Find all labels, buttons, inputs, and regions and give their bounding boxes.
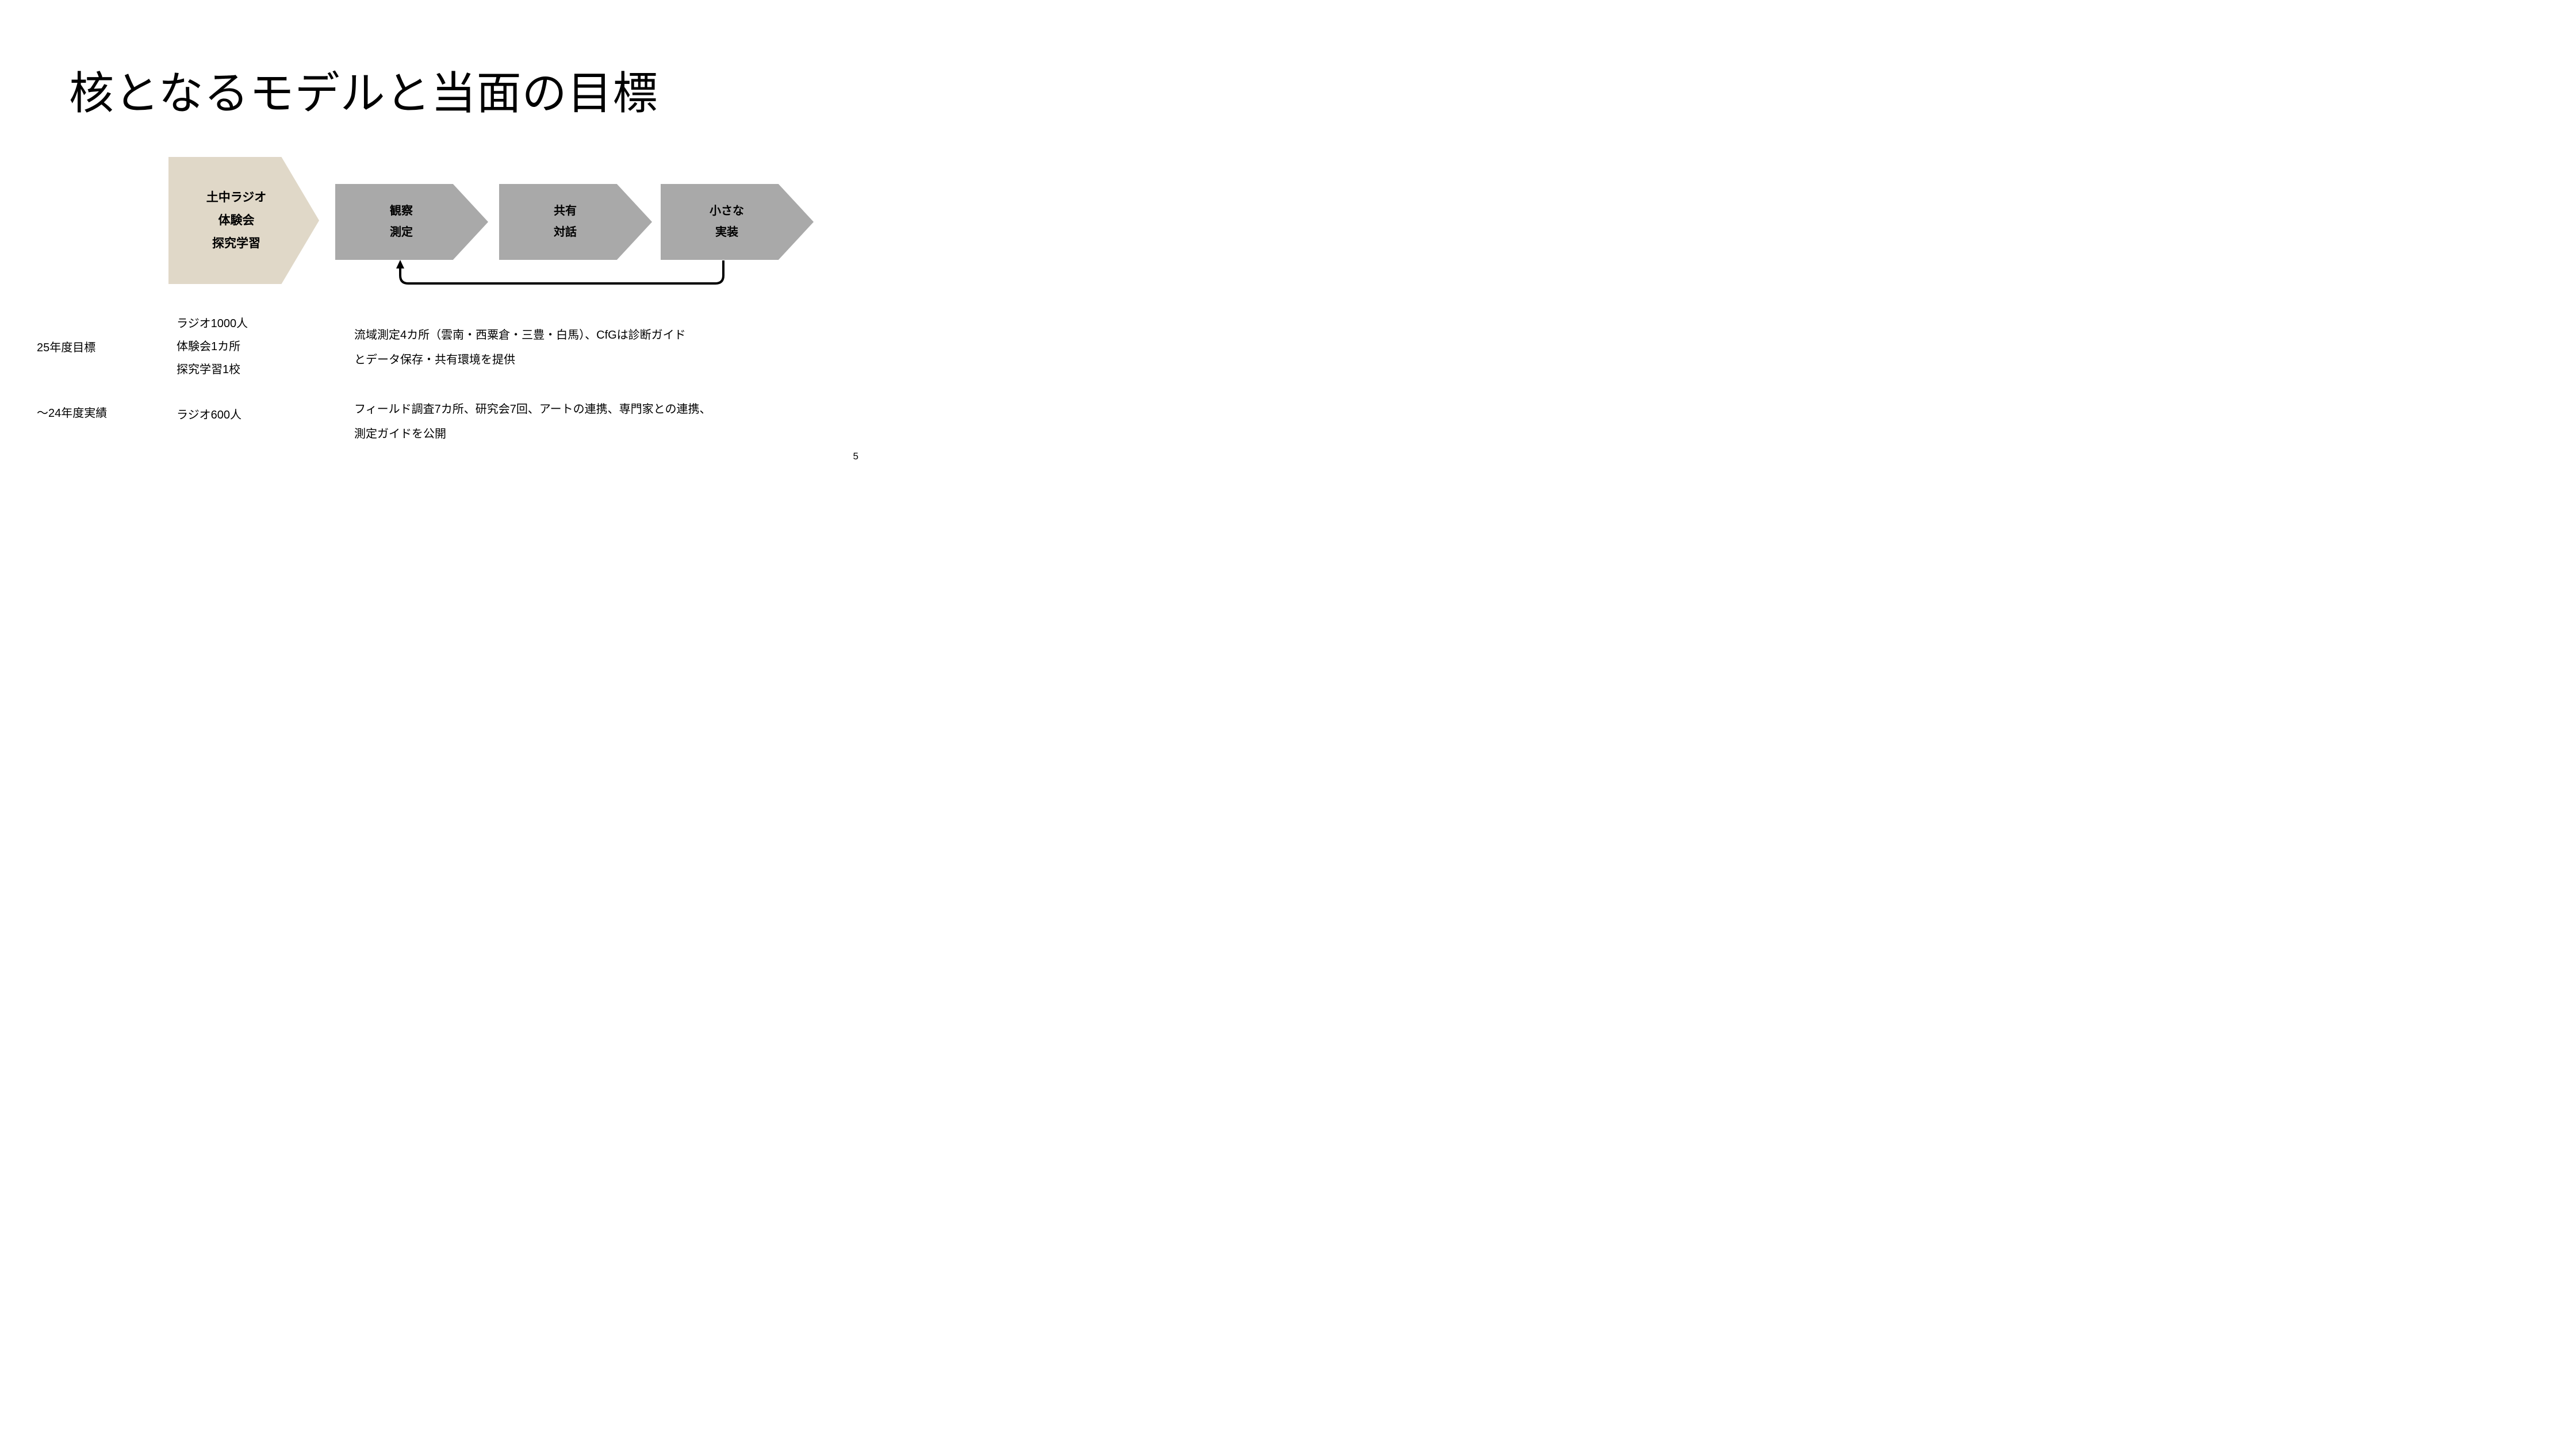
row-description-fy24: フィールド調査7カ所、研究会7回、アートの連携、専門家との連携、 測定ガイドを公…	[354, 397, 711, 447]
stage-line: 対話	[554, 226, 577, 239]
metric-line: 探究学習1校	[177, 363, 241, 376]
metric-line: ラジオ600人	[177, 409, 241, 421]
feedback-loop-arrow-icon	[396, 260, 724, 285]
stage-line: 共有	[554, 205, 577, 217]
description-line: とデータ保存・共有環境を提供	[354, 354, 515, 366]
stage-line: 小さな	[710, 205, 744, 217]
description-line: 流域測定4カ所（雲南・西粟倉・三豊・白馬）、CfGは診断ガイド	[354, 329, 686, 342]
row-description-fy25: 流域測定4カ所（雲南・西粟倉・三豊・白馬）、CfGは診断ガイド とデータ保存・共…	[354, 323, 686, 373]
row-label-fy24-results: ～24年度実績	[37, 407, 108, 420]
entry-line: 体験会	[218, 213, 255, 227]
stage-line: 測定	[390, 226, 413, 239]
entry-line: 探究学習	[212, 236, 260, 250]
stage-line: 実装	[715, 226, 738, 239]
stage-chevron-small-implementation: 小さな 実装	[661, 184, 814, 260]
slide-title: 核となるモデルと当面の目標	[69, 68, 658, 118]
row-metrics-fy25: ラジオ1000人 体験会1カ所 探究学習1校	[177, 312, 248, 381]
stage-chevron-observe-measure: 観察 測定	[335, 184, 488, 260]
stage-line: 観察	[390, 205, 413, 217]
row-label-fy25-goal: 25年度目標	[37, 342, 96, 354]
page-number: 5	[853, 451, 858, 462]
entry-chevron-shape: 土中ラジオ 体験会 探究学習	[168, 157, 319, 284]
description-line: 測定ガイドを公開	[354, 428, 446, 440]
slide: 核となるモデルと当面の目標 土中ラジオ 体験会 探究学習 観察 測定 共有 対話…	[0, 0, 888, 493]
metric-line: ラジオ1000人	[177, 317, 248, 330]
entry-line: 土中ラジオ	[206, 190, 267, 204]
row-metrics-fy24: ラジオ600人	[177, 404, 241, 427]
metric-line: 体験会1カ所	[177, 340, 241, 353]
stage-chevron-share-dialogue: 共有 対話	[499, 184, 652, 260]
description-line: フィールド調査7カ所、研究会7回、アートの連携、専門家との連携、	[354, 403, 711, 416]
